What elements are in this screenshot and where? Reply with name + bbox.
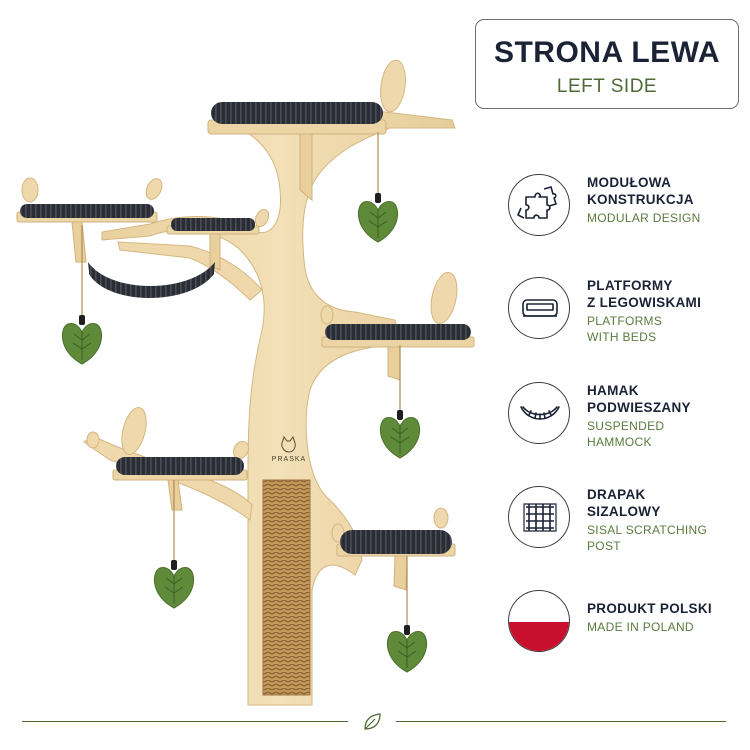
- feature-sisal-pl: DRAPAK SIZALOWY: [587, 487, 661, 519]
- polish-flag-icon: [508, 590, 570, 652]
- wooden-leaves: [21, 59, 458, 543]
- platforms: [16, 102, 475, 591]
- divider-line-right: [396, 721, 726, 722]
- praska-logo: [281, 435, 296, 453]
- feature-platforms-pl: PLATFORMY Z LEGOWISKAMI: [587, 278, 702, 310]
- title-main: STRONA LEWA: [493, 36, 721, 69]
- hammock-icon: [508, 382, 570, 444]
- feature-hammock-en: SUSPENDED HAMMOCK: [587, 419, 665, 449]
- feature-modular-en: MODULAR DESIGN: [587, 211, 701, 225]
- cat-tree-illustration: PRASKA: [16, 59, 475, 706]
- bed-icon: [508, 277, 570, 339]
- feature-hammock-pl: HAMAK PODWIESZANY: [587, 383, 691, 415]
- feature-sisal: DRAPAK SIZALOWY SISAL SCRATCHING POST: [508, 486, 740, 556]
- title-box: STRONA LEWA LEFT SIDE: [475, 19, 739, 109]
- sisal-scratching-post: [262, 479, 311, 696]
- feature-made-in-poland: PRODUKT POLSKI MADE IN POLAND: [508, 590, 740, 660]
- puzzle-icon: [508, 174, 570, 236]
- feature-modular: MODUŁOWA KONSTRUKCJA MODULAR DESIGN: [508, 174, 740, 244]
- feature-platforms: PLATFORMY Z LEGOWISKAMI PLATFORMS WITH B…: [508, 277, 740, 347]
- feature-hammock: HAMAK PODWIESZANY SUSPENDED HAMMOCK: [508, 382, 740, 452]
- feature-modular-pl: MODUŁOWA KONSTRUKCJA: [587, 175, 694, 207]
- leaf-icon: [361, 711, 383, 733]
- divider-line-left: [22, 721, 348, 722]
- sisal-icon: [508, 486, 570, 548]
- feature-sisal-en: SISAL SCRATCHING POST: [587, 523, 708, 553]
- feature-platforms-en: PLATFORMS WITH BEDS: [587, 314, 663, 344]
- feature-made-in-poland-en: MADE IN POLAND: [587, 620, 694, 634]
- feature-made-in-poland-pl: PRODUKT POLSKI: [587, 601, 712, 616]
- title-sub: LEFT SIDE: [556, 76, 658, 97]
- brand-label: PRASKA: [272, 456, 306, 463]
- hanging-leaf-toys: [61, 132, 428, 673]
